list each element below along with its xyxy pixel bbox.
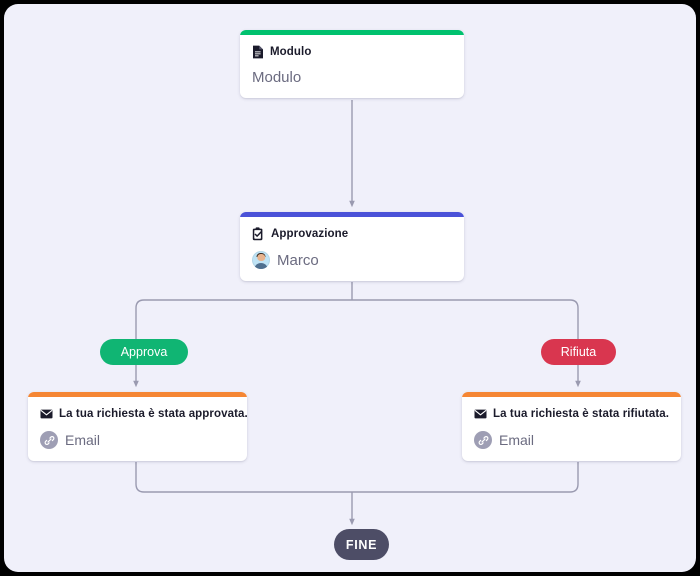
avatar [252,251,270,269]
node-email-approvata-title: La tua richiesta è stata approvata. [59,408,247,420]
badge-approva[interactable]: Approva [100,339,188,365]
workflow-canvas[interactable]: Modulo Modulo Approvazione [4,4,696,572]
node-approvazione-assignee: Marco [277,251,319,269]
node-approvazione-header: Approvazione [252,226,452,242]
connector-merge-left [135,462,352,493]
node-email-approvata[interactable]: La tua richiesta è stata approvata. Emai… [28,392,247,461]
node-email-rifiutata-subrow: Email [474,431,669,449]
connector-merge-right [352,462,579,493]
node-approvazione-subrow: Marco [252,251,452,269]
end-node-fine[interactable]: FINE [334,529,389,560]
node-modulo[interactable]: Modulo Modulo [240,30,464,98]
node-email-approvata-accent [28,392,247,397]
envelope-icon [40,409,53,419]
link-icon [40,431,58,449]
node-email-rifiutata-title: La tua richiesta è stata rifiutata. [493,408,670,420]
node-email-rifiutata-channel: Email [499,432,535,448]
document-icon [252,45,264,59]
node-modulo-subrow: Modulo [252,69,452,86]
node-approvazione-accent [240,212,464,217]
envelope-icon [474,409,487,419]
node-modulo-header: Modulo [252,44,452,60]
link-icon [474,431,492,449]
node-approvazione-title: Approvazione [271,228,349,240]
node-email-approvata-subrow: Email [40,431,235,449]
badge-rifiuta[interactable]: Rifiuta [541,339,616,365]
node-email-approvata-header: La tua richiesta è stata approvata. [40,406,247,422]
node-modulo-accent [240,30,464,35]
clipboard-check-icon [252,227,265,241]
node-email-rifiutata-header: La tua richiesta è stata rifiutata. [474,406,669,422]
node-email-rifiutata[interactable]: La tua richiesta è stata rifiutata. Emai… [462,392,681,461]
node-modulo-title: Modulo [270,46,312,58]
node-approvazione[interactable]: Approvazione Marco [240,212,464,281]
node-email-approvata-channel: Email [65,432,101,448]
node-modulo-subtitle: Modulo [252,69,302,86]
node-email-rifiutata-accent [462,392,681,397]
